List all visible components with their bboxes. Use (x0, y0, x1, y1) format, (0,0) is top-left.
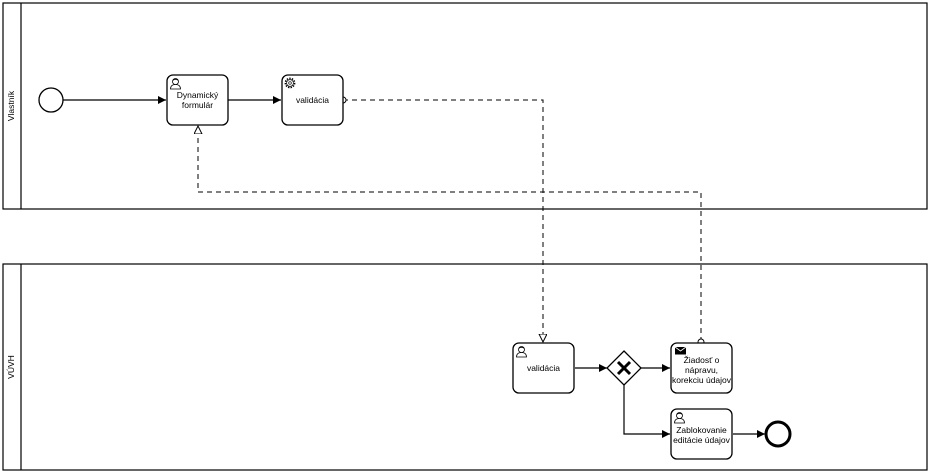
task-validation-bottom[interactable]: validácia (512, 342, 575, 394)
user-icon (516, 346, 527, 358)
task-label-line: formulár (182, 100, 213, 110)
start-event[interactable] (38, 87, 64, 113)
pool-label-vuvh: VÚVH (6, 355, 16, 379)
task-dynamic-form[interactable]: Dynamický formulár (166, 74, 229, 126)
envelope-icon (674, 346, 687, 355)
task-label-line: nápravu, (685, 365, 718, 375)
task-label-line: validácia (527, 363, 560, 373)
task-validation-top[interactable]: validácia (281, 74, 344, 126)
task-label-line: Žiadosť o (684, 355, 720, 365)
task-correction-request[interactable]: Žiadosť o nápravu, korekciu údajov (670, 342, 733, 394)
user-icon (170, 78, 181, 90)
task-label-line: editácie údajov (673, 435, 730, 445)
task-label-line: Zablokovanie (676, 425, 727, 435)
end-event[interactable] (764, 420, 792, 448)
pool-label-vlastnik: Vlastník (6, 90, 16, 121)
flow-gateway-to-lock[interactable] (623, 385, 670, 438)
gear-icon (284, 77, 296, 89)
pool-vlastnik[interactable]: Vlastník (2, 2, 928, 210)
x-marker-icon (616, 360, 632, 376)
task-label-line: validácia (296, 95, 329, 105)
exclusive-gateway[interactable] (606, 350, 642, 386)
task-lock-editing[interactable]: Zablokovanie editácie údajov (670, 408, 733, 460)
message-flow-request-to-form[interactable] (198, 126, 701, 342)
task-label-line: korekciu údajov (672, 375, 732, 385)
user-icon (674, 412, 685, 424)
task-label-line: Dynamický (177, 90, 219, 100)
